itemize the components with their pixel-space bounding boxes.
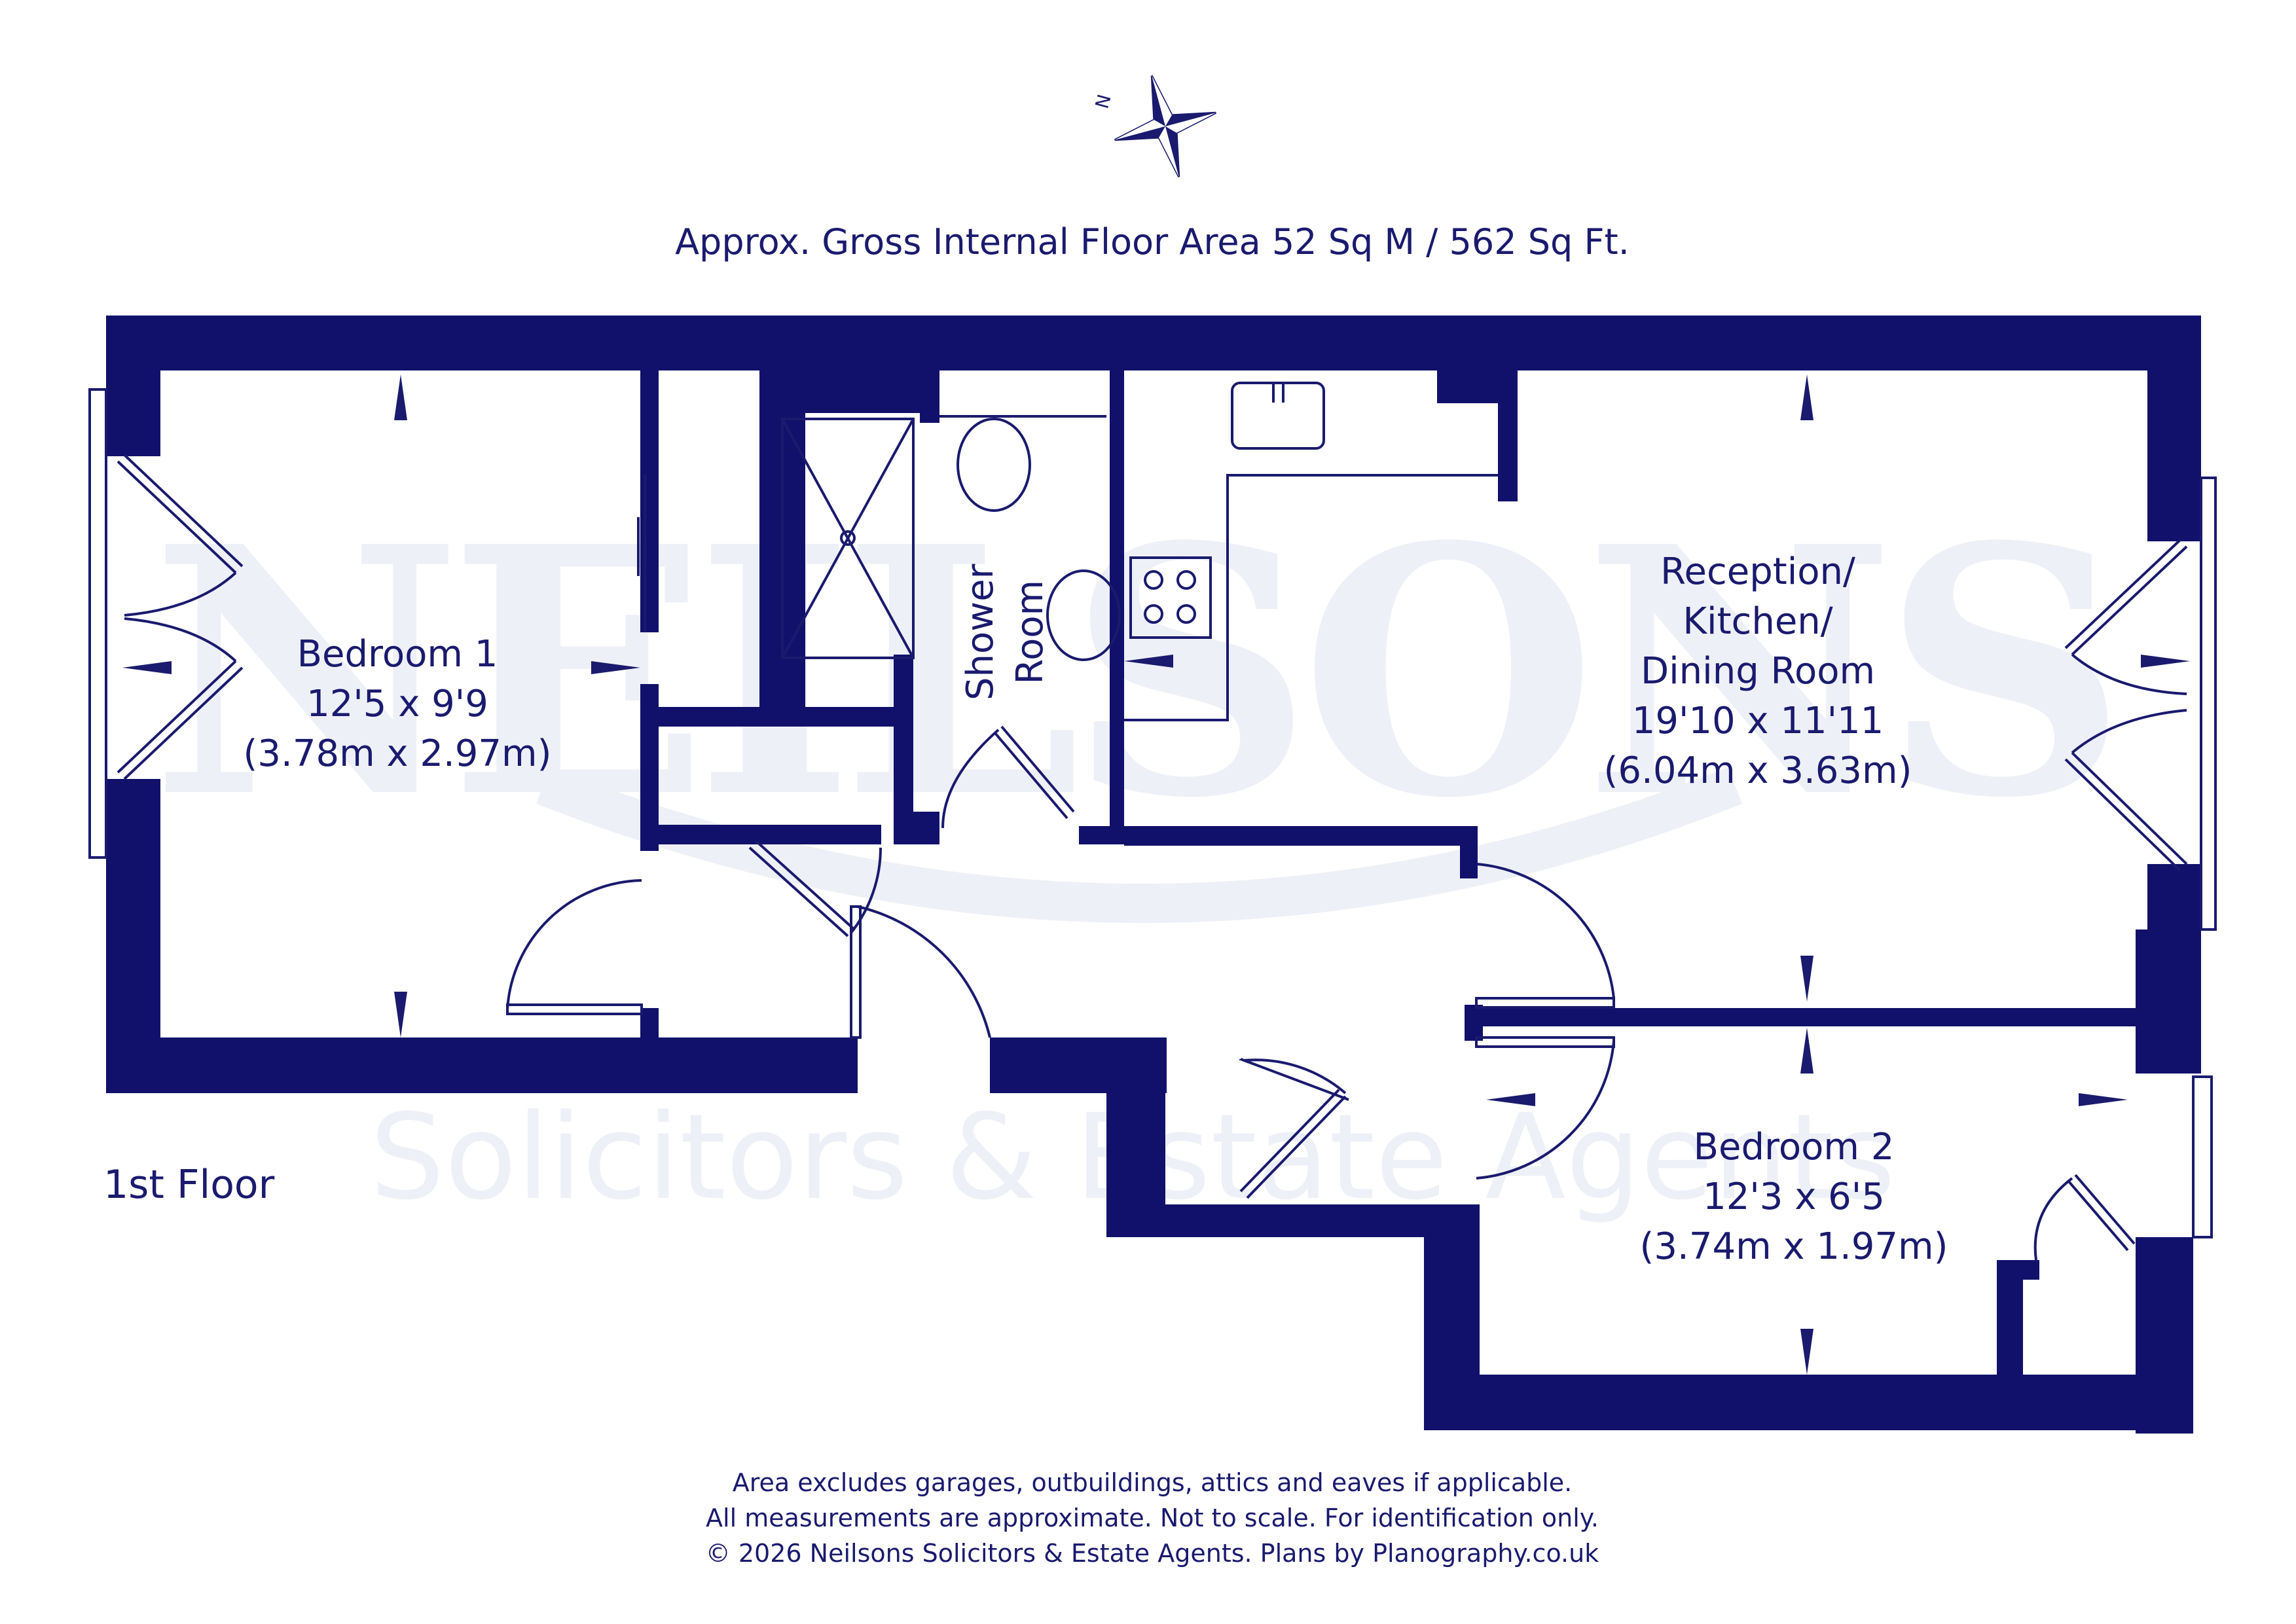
floor-area-title: Approx. Gross Internal Floor Area 52 Sq … — [675, 221, 1630, 262]
bedroom2-name: Bedroom 2 — [1693, 1126, 1895, 1168]
kitchen-sink-icon — [1231, 382, 1325, 450]
bedroom1-label: Bedroom 1 12'5 x 9'9 (3.78m x 2.97m) — [244, 630, 552, 779]
watermark-brand: NEILSONS — [151, 473, 2115, 873]
walls — [106, 316, 2201, 1434]
footer-line3: © 2026 Neilsons Solicitors & Estate Agen… — [705, 1539, 1599, 1568]
footer-line2: All measurements are approximate. Not to… — [706, 1504, 1599, 1532]
shower-tray-icon — [781, 418, 915, 659]
basin-icon — [1046, 569, 1121, 661]
reception-imperial: 19'10 x 11'11 — [1631, 700, 1884, 742]
bedroom1-name: Bedroom 1 — [297, 633, 498, 676]
bedroom1-metric: (3.78m x 2.97m) — [243, 732, 552, 775]
reception-line1: Reception/ — [1660, 550, 1855, 593]
dimension-arrows — [122, 374, 2190, 1375]
shower-room-line2: Room — [1009, 579, 1051, 685]
bedroom2-imperial: 12'3 x 6'5 — [1703, 1176, 1885, 1218]
bedroom2-metric: (3.74m x 1.97m) — [1639, 1225, 1948, 1268]
shower-room-line1: Shower — [959, 564, 1002, 700]
watermark-swoosh — [536, 767, 1743, 923]
bedroom1-imperial: 12'5 x 9'9 — [306, 683, 488, 725]
bedroom2-label: Bedroom 2 12'3 x 6'5 (3.74m x 1.97m) — [1640, 1123, 1948, 1272]
shower-room-label: Shower Room — [956, 564, 1055, 700]
fixtures — [88, 382, 2217, 1261]
reception-label: Reception/ Kitchen/ Dining Room 19'10 x … — [1604, 547, 1912, 796]
reception-line3: Dining Room — [1640, 650, 1876, 693]
hob-icon — [1129, 556, 1212, 639]
compass-north-label: N — [1091, 92, 1116, 111]
compass-icon — [1114, 75, 1216, 177]
footer-notes: Area excludes garages, outbuildings, att… — [706, 1465, 1599, 1571]
footer-line1: Area excludes garages, outbuildings, att… — [732, 1468, 1573, 1497]
reception-metric: (6.04m x 3.63m) — [1603, 749, 1912, 792]
toilet-icon — [957, 418, 1031, 512]
floor-label: 1st Floor — [103, 1162, 275, 1208]
reception-line2: Kitchen/ — [1683, 600, 1833, 643]
